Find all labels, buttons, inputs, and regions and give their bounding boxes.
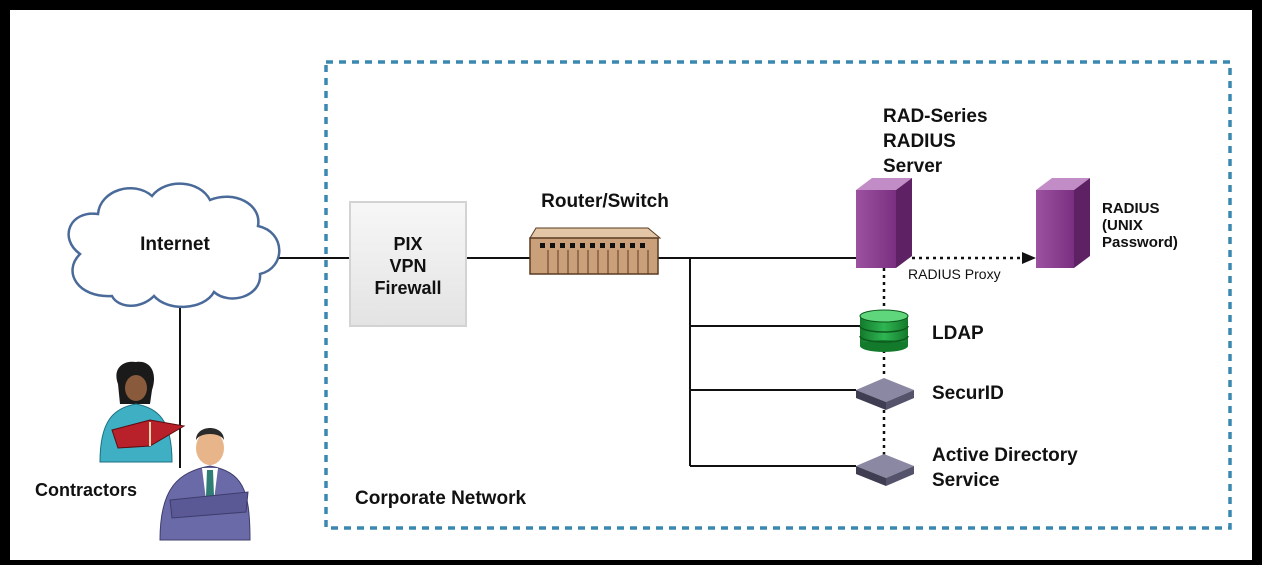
router-switch-icon (529, 227, 662, 275)
router-switch-label: Router/Switch (541, 191, 669, 212)
corporate-network-boundary (324, 60, 1232, 530)
connection-lines (179, 257, 860, 468)
radius-unix-label: RADIUS (UNIX Password) (1102, 200, 1178, 251)
securid-device-icon (856, 378, 914, 410)
man-with-folded-arms-icon (159, 428, 251, 541)
internet-label: Internet (140, 234, 210, 255)
active-directory-device-icon (856, 454, 914, 486)
firewall-panel (349, 201, 467, 327)
internet-cloud-icon (67, 182, 281, 309)
woman-with-book-icon (99, 361, 186, 463)
firewall-label: PIX VPN Firewall (374, 234, 442, 298)
radius-server-icon (856, 178, 912, 268)
proxy-arrowhead (1022, 252, 1036, 264)
contractors-label: Contractors (35, 480, 138, 500)
corporate-network-label: Corporate Network (355, 488, 527, 509)
radius-proxy-label: RADIUS Proxy (908, 266, 1001, 282)
radius-unix-server-icon (1036, 178, 1090, 268)
radius-server-label: RAD-Series RADIUS Server (883, 106, 988, 177)
ldap-label: LDAP (932, 323, 984, 344)
securid-label: SecurID (932, 383, 1004, 404)
dotted-links (882, 256, 1024, 456)
active-directory-label: Active Directory Service (932, 445, 1078, 491)
ldap-database-icon (859, 309, 909, 352)
